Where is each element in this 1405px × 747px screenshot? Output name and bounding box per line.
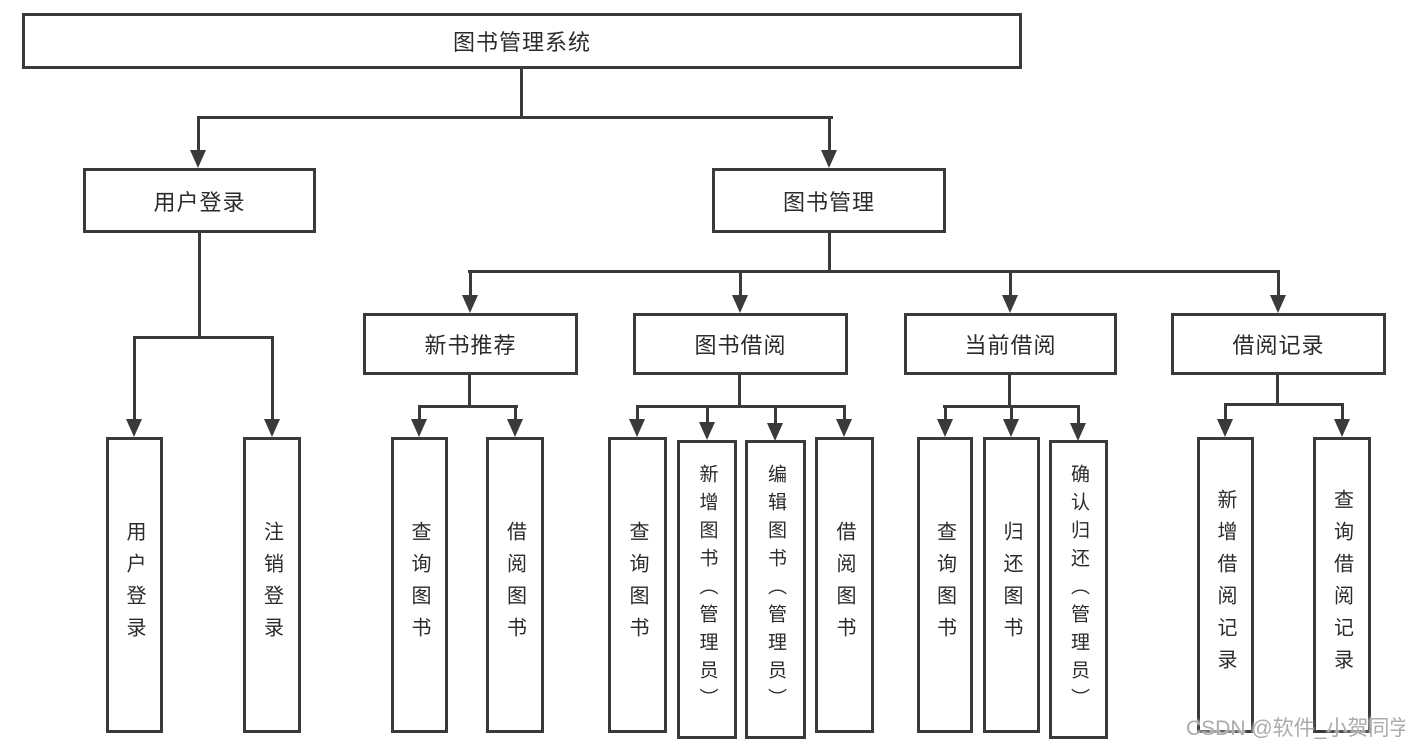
connector-line xyxy=(197,116,833,119)
leaf-search-borrow-record: 查询借阅记录 xyxy=(1313,437,1371,733)
leaf-return-books: 归还图书 xyxy=(983,437,1040,733)
leaf-edit-book-admin: 编辑图书（管理员） xyxy=(745,440,806,739)
connector-line xyxy=(739,270,742,297)
leaf-user-login: 用户登录 xyxy=(106,437,163,733)
connector-line xyxy=(828,233,831,273)
leaf-borrow-books-recommend: 借阅图书 xyxy=(486,437,544,733)
connector-line xyxy=(1077,406,1080,425)
leaf-logout: 注销登录 xyxy=(243,437,301,733)
connector-line xyxy=(843,406,846,421)
connector-line xyxy=(1010,406,1013,421)
connector-line xyxy=(197,116,200,152)
arrowhead-icon xyxy=(126,419,142,437)
connector-line xyxy=(1341,404,1344,421)
arrowhead-icon xyxy=(507,419,523,437)
arrowhead-icon xyxy=(836,419,852,437)
arrowhead-icon xyxy=(699,422,715,440)
connector-line xyxy=(1276,375,1279,406)
leaf-borrow-books-borrowing: 借阅图书 xyxy=(815,437,874,733)
leaf-confirm-return-admin: 确认归还（管理员） xyxy=(1049,440,1108,739)
node-borrowing-records: 借阅记录 xyxy=(1171,313,1386,375)
arrowhead-icon xyxy=(1002,295,1018,313)
node-library-management-system: 图书管理系统 xyxy=(22,13,1022,69)
node-user-login: 用户登录 xyxy=(83,168,316,233)
leaf-add-borrow-record: 新增借阅记录 xyxy=(1197,437,1254,733)
leaf-search-books-borrowing: 查询图书 xyxy=(608,437,667,733)
arrowhead-icon xyxy=(462,295,478,313)
node-new-book-recommendation: 新书推荐 xyxy=(363,313,578,375)
connector-line xyxy=(418,406,421,421)
connector-line xyxy=(706,406,709,424)
connector-line xyxy=(468,375,471,408)
connector-line xyxy=(418,405,518,408)
arrowhead-icon xyxy=(1003,419,1019,437)
connector-line xyxy=(468,270,1280,273)
csdn-watermark: CSDN @软件_小贺同学 xyxy=(1186,717,1405,740)
connector-line xyxy=(198,233,201,339)
leaf-add-book-admin: 新增图书（管理员） xyxy=(677,440,737,739)
connector-line xyxy=(636,406,639,421)
node-current-borrowing: 当前借阅 xyxy=(904,313,1117,375)
arrowhead-icon xyxy=(937,419,953,437)
connector-line xyxy=(133,336,274,339)
connector-line xyxy=(1224,403,1344,406)
arrowhead-icon xyxy=(1217,419,1233,437)
connector-line xyxy=(636,405,846,408)
arrowhead-icon xyxy=(629,419,645,437)
connector-line xyxy=(1008,375,1011,408)
connector-line xyxy=(1277,270,1280,297)
arrowhead-icon xyxy=(767,423,783,441)
connector-line xyxy=(1009,270,1012,297)
arrowhead-icon xyxy=(821,150,837,168)
connector-line xyxy=(944,406,947,421)
node-book-management: 图书管理 xyxy=(712,168,946,233)
arrowhead-icon xyxy=(1070,423,1086,441)
connector-line xyxy=(828,116,831,152)
leaf-search-books-current: 查询图书 xyxy=(917,437,973,733)
connector-line xyxy=(774,406,777,425)
arrowhead-icon xyxy=(264,419,280,437)
connector-line xyxy=(133,336,136,421)
connector-line xyxy=(738,375,741,408)
leaf-search-books-recommend: 查询图书 xyxy=(391,437,448,733)
arrowhead-icon xyxy=(1270,295,1286,313)
arrowhead-icon xyxy=(1334,419,1350,437)
connector-line xyxy=(514,406,517,421)
arrowhead-icon xyxy=(190,150,206,168)
connector-line xyxy=(271,336,274,421)
connector-line xyxy=(520,69,523,119)
connector-line xyxy=(469,270,472,297)
node-book-borrowing: 图书借阅 xyxy=(633,313,848,375)
arrowhead-icon xyxy=(732,295,748,313)
connector-line xyxy=(1224,404,1227,421)
arrowhead-icon xyxy=(411,419,427,437)
